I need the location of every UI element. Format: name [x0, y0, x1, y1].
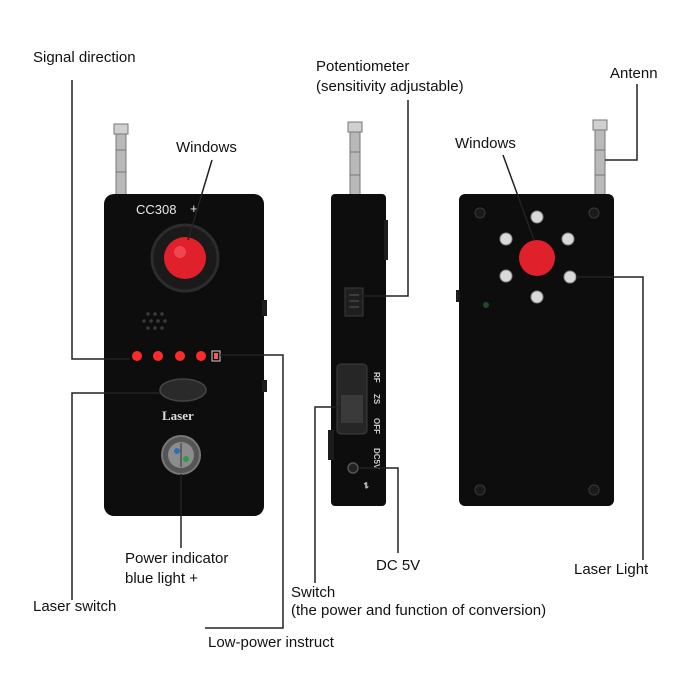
- label-laser-light: Laser Light: [574, 561, 649, 578]
- laser-switch-button[interactable]: [159, 378, 207, 402]
- potentiometer-knob[interactable]: [344, 287, 364, 317]
- label-windows-front: Windows: [176, 139, 237, 156]
- label-switch-2: (the power and function of conversion): [291, 602, 546, 619]
- side-device: RF ZS OFF DC5V ⇌: [328, 121, 388, 506]
- label-antenn: Antenn: [610, 65, 658, 82]
- led-row: [132, 350, 221, 362]
- led-1: [132, 351, 142, 361]
- back-screws: [474, 207, 600, 496]
- model-label: CC308: [136, 202, 176, 217]
- battery-icon: [211, 350, 221, 362]
- front-window-lens: [164, 237, 206, 279]
- speaker-grille: [142, 312, 167, 330]
- dc-jack[interactable]: [347, 462, 359, 474]
- back-body: [459, 194, 614, 506]
- mark-rf: RF: [372, 372, 381, 383]
- callout-labels: Signal direction Windows Potentiometer (…: [33, 49, 658, 651]
- back-device: [456, 119, 614, 506]
- laser-text: Laser: [162, 408, 194, 423]
- mark-dc5v: DC5V: [372, 448, 381, 470]
- label-signal-direction: Signal direction: [33, 49, 136, 66]
- front-device: CC308 + Laser: [104, 123, 267, 516]
- label-power-indicator-1: Power indicator: [125, 550, 228, 567]
- model-suffix: +: [190, 201, 198, 216]
- side-antenna: [349, 129, 361, 197]
- back-window-lens: [519, 240, 555, 276]
- laser-light-ring: [499, 210, 577, 304]
- led-2: [153, 351, 163, 361]
- label-power-indicator-2: blue light +: [125, 570, 198, 587]
- front-antenna: [115, 129, 127, 197]
- status-led: [483, 302, 489, 308]
- leader-lines: [71, 80, 644, 629]
- label-potentiometer-2: (sensitivity adjustable): [316, 78, 464, 95]
- mark-off: OFF: [372, 418, 381, 434]
- switch-marks: RF ZS OFF DC5V: [372, 372, 381, 470]
- back-antenna: [594, 127, 606, 197]
- led-4: [196, 351, 206, 361]
- label-low-power: Low-power instruct: [208, 634, 335, 651]
- label-laser-switch: Laser switch: [33, 598, 116, 615]
- usb-icon: ⇌: [362, 482, 371, 489]
- led-3: [175, 351, 185, 361]
- mark-zs: ZS: [372, 394, 381, 405]
- label-dc5v: DC 5V: [376, 557, 420, 574]
- label-windows-back: Windows: [455, 135, 516, 152]
- label-potentiometer-1: Potentiometer: [316, 58, 409, 75]
- front-antenna-tip: [113, 123, 129, 135]
- label-switch-1: Switch: [291, 584, 335, 601]
